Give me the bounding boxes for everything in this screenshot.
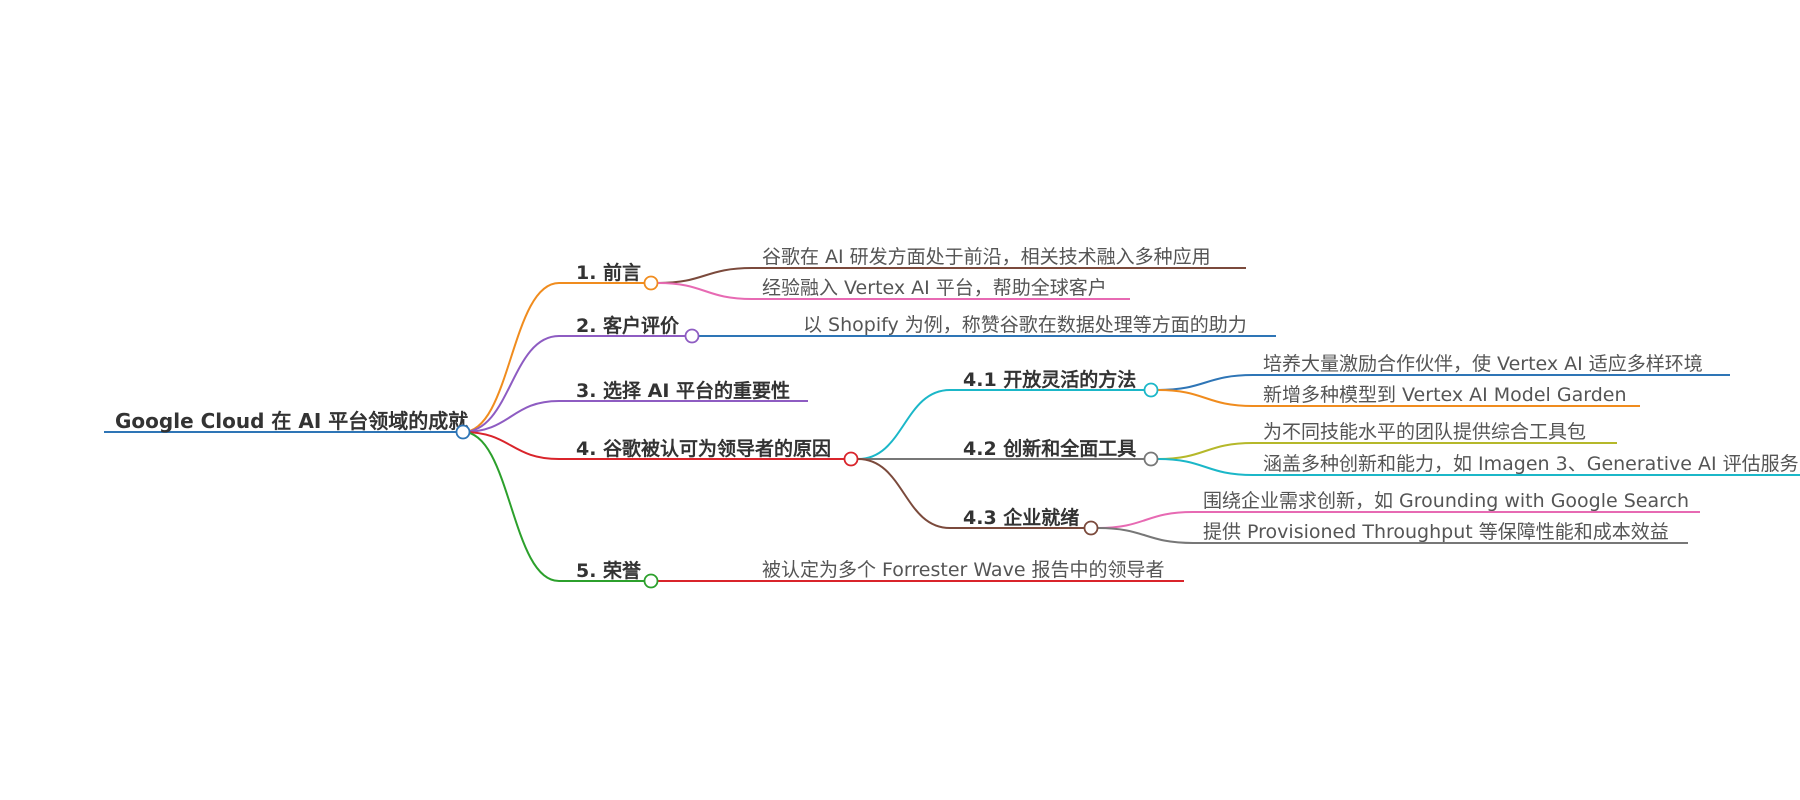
section-5-title[interactable]: 5. 荣誉 <box>576 559 642 582</box>
section-4-title[interactable]: 4. 谷歌被认可为领导者的原因 <box>576 437 831 460</box>
section-2-collapse-toggle[interactable] <box>684 328 700 344</box>
subsection-4-3-title[interactable]: 4.3 企业就绪 <box>963 506 1079 529</box>
leaf-1-2: 经验融入 Vertex AI 平台，帮助全球客户 <box>762 277 1107 299</box>
edge-leaf-1-2 <box>657 282 753 300</box>
leaf-4-3-2: 提供 Provisioned Throughput 等保障性能和成本效益 <box>1203 521 1669 543</box>
section-1-collapse-toggle[interactable] <box>643 275 659 291</box>
edge-leaf-4-2-1 <box>1157 442 1254 460</box>
section-4-collapse-toggle[interactable] <box>843 451 859 467</box>
edge-leaf-4-3-1 <box>1097 511 1194 529</box>
root-topic[interactable]: Google Cloud 在 AI 平台领域的成就 <box>115 409 468 433</box>
edge-section-1 <box>462 282 560 433</box>
leaf-5-1: 被认定为多个 Forrester Wave 报告中的领导者 <box>762 559 1165 581</box>
edge-section-3 <box>462 400 560 433</box>
edge-section-2 <box>462 335 560 433</box>
leaf-1-1: 谷歌在 AI 研发方面处于前沿，相关技术融入多种应用 <box>762 246 1211 268</box>
edge-leaf-4-1-2 <box>1157 389 1254 407</box>
subsection-4-1-title[interactable]: 4.1 开放灵活的方法 <box>963 368 1136 391</box>
section-1-title[interactable]: 1. 前言 <box>576 261 641 284</box>
edge-leaf-4-2-2 <box>1157 458 1254 476</box>
subsection-4-2-title[interactable]: 4.2 创新和全面工具 <box>963 437 1136 460</box>
leaf-4-1-2: 新增多种模型到 Vertex AI Model Garden <box>1263 384 1627 406</box>
leaf-4-2-2: 涵盖多种创新和能力，如 Imagen 3、Generative AI 评估服务 <box>1263 453 1799 475</box>
leaf-2-1: 以 Shopify 为例，称赞谷歌在数据处理等方面的助力 <box>803 314 1247 336</box>
leaf-4-2-1: 为不同技能水平的团队提供综合工具包 <box>1263 421 1586 443</box>
edge-sub-4-1 <box>857 389 951 460</box>
leaf-4-1-1: 培养大量激励合作伙伴，使 Vertex AI 适应多样环境 <box>1263 353 1703 375</box>
edge-leaf-4-3-2 <box>1097 527 1194 544</box>
nodes-layer: Google Cloud 在 AI 平台领域的成就 1. 前言 谷歌在 AI 研发方… <box>115 246 1799 589</box>
edge-section-4 <box>462 431 560 460</box>
leaf-4-3-1: 围绕企业需求创新，如 Grounding with Google Search <box>1203 490 1689 512</box>
subsection-4-3-collapse-toggle[interactable] <box>1083 520 1099 536</box>
edge-leaf-1-1 <box>657 267 753 284</box>
section-5-collapse-toggle[interactable] <box>643 573 659 589</box>
edge-sub-4-3 <box>857 458 951 529</box>
subsection-4-2-collapse-toggle[interactable] <box>1143 451 1159 467</box>
subsection-4-1-collapse-toggle[interactable] <box>1143 382 1159 398</box>
section-3-title[interactable]: 3. 选择 AI 平台的重要性 <box>576 379 790 402</box>
edge-leaf-4-1-1 <box>1157 374 1254 391</box>
edges-layer <box>104 267 1800 583</box>
root-collapse-toggle[interactable] <box>455 424 471 440</box>
edge-section-5 <box>462 431 560 582</box>
section-2-title[interactable]: 2. 客户评价 <box>576 314 680 337</box>
